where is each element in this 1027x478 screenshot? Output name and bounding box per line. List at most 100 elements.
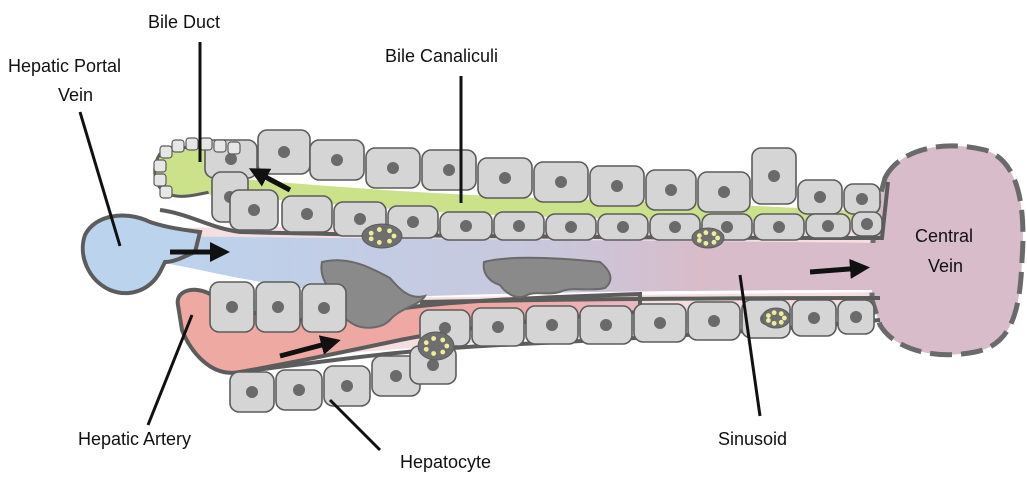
nucleus xyxy=(555,176,567,188)
nucleus xyxy=(665,184,677,196)
label-hepatic-portal-vein-1: Hepatic Portal xyxy=(8,56,121,76)
nucleus xyxy=(718,186,730,198)
duct-cell xyxy=(154,174,166,186)
duct-cell xyxy=(186,138,198,150)
label-sinusoid: Sinusoid xyxy=(718,429,787,449)
nucleus xyxy=(600,319,612,331)
hepatocyte-cell xyxy=(366,148,420,188)
nucleus xyxy=(654,317,666,329)
hepatocyte-cell xyxy=(838,300,874,334)
hepatocyte-leader xyxy=(330,400,380,450)
nucleus xyxy=(427,359,439,371)
nucleus xyxy=(669,221,681,233)
hepatocyte-cell xyxy=(494,212,544,240)
label-hepatic-portal-vein-2: Vein xyxy=(58,85,93,105)
hepatocyte-cell xyxy=(478,158,532,198)
nucleus xyxy=(301,208,313,220)
hepatocyte-cell xyxy=(230,190,278,230)
stellate-cell xyxy=(692,228,724,248)
hepatocyte-cell xyxy=(534,162,588,202)
nucleus xyxy=(443,164,455,176)
duct-cell xyxy=(172,140,184,152)
label-central-vein-2: Vein xyxy=(928,256,963,276)
nucleus xyxy=(499,172,511,184)
nucleus xyxy=(814,191,826,203)
nucleus xyxy=(278,146,290,158)
hepatocyte-cell xyxy=(598,214,648,240)
hepatocyte-cell xyxy=(754,214,804,240)
nucleus xyxy=(248,204,260,216)
nucleus xyxy=(272,301,284,313)
label-bile-canaliculi: Bile Canaliculi xyxy=(385,46,498,66)
hepatocyte-cell xyxy=(590,166,644,206)
nucleus xyxy=(856,193,868,205)
nucleus xyxy=(611,180,623,192)
nucleus xyxy=(808,312,820,324)
nucleus xyxy=(861,218,873,230)
nucleus xyxy=(460,220,472,232)
label-hepatic-artery: Hepatic Artery xyxy=(78,429,191,449)
hepatocyte-cell xyxy=(276,370,322,410)
hepatocyte-cell xyxy=(302,284,346,332)
hepatocyte-cell xyxy=(210,282,254,332)
hepatocyte-cell xyxy=(646,170,696,210)
hepatocyte-cell xyxy=(282,196,332,232)
nucleus xyxy=(721,221,733,233)
nucleus xyxy=(318,302,330,314)
hepatocyte-cell xyxy=(472,308,524,346)
hepatocyte-cell xyxy=(852,212,882,236)
hepatocyte-cell xyxy=(634,304,686,342)
duct-cell xyxy=(154,160,166,172)
stellate-cell xyxy=(762,308,790,328)
hepatocyte-cell xyxy=(698,172,750,212)
nucleus xyxy=(225,153,237,165)
label-hepatocyte: Hepatocyte xyxy=(400,452,491,472)
duct-cell xyxy=(160,186,172,198)
hepatocyte-cell xyxy=(546,214,596,240)
nucleus xyxy=(390,370,402,382)
nucleus xyxy=(341,380,353,392)
nucleus xyxy=(246,386,258,398)
hepatocyte-cell xyxy=(526,306,578,344)
central-vein xyxy=(872,146,1023,355)
nucleus xyxy=(387,162,399,174)
duct-cell xyxy=(228,142,240,154)
nucleus xyxy=(850,311,862,323)
nucleus xyxy=(617,221,629,233)
nucleus xyxy=(822,220,834,232)
label-central-vein-1: Central xyxy=(915,226,973,246)
nucleus xyxy=(565,221,577,233)
hepatocyte-cell xyxy=(258,130,310,174)
hepatocyte-cell xyxy=(230,372,274,412)
nucleus xyxy=(492,321,504,333)
hepatocyte-cell xyxy=(256,282,300,332)
duct-cell xyxy=(160,146,172,158)
hepatocyte-cell xyxy=(792,300,836,336)
hepatocyte-cell xyxy=(844,184,880,214)
nucleus xyxy=(354,213,366,225)
nucleus xyxy=(546,319,558,331)
nucleus xyxy=(331,154,343,166)
nucleus xyxy=(773,221,785,233)
artery-leader xyxy=(148,315,192,425)
nucleus xyxy=(768,170,780,182)
hepatocyte-cell xyxy=(806,214,850,238)
hepatocyte-cell xyxy=(440,212,492,240)
duct-cell xyxy=(214,140,226,152)
hepatocyte-cell xyxy=(752,148,796,204)
hepatocyte-cell xyxy=(688,302,740,340)
nucleus xyxy=(407,216,419,228)
nucleus xyxy=(293,384,305,396)
hepatocyte-cell xyxy=(422,150,476,190)
hepatocyte-cell xyxy=(580,306,632,344)
duct-cell xyxy=(200,138,212,150)
stellate-cell xyxy=(418,332,454,360)
hepatocyte-cell xyxy=(798,180,842,214)
stellate-cell xyxy=(362,224,402,248)
nucleus xyxy=(226,301,238,313)
hepatocyte-cell xyxy=(310,140,364,180)
nucleus xyxy=(708,315,720,327)
label-bile-duct: Bile Duct xyxy=(148,12,220,32)
